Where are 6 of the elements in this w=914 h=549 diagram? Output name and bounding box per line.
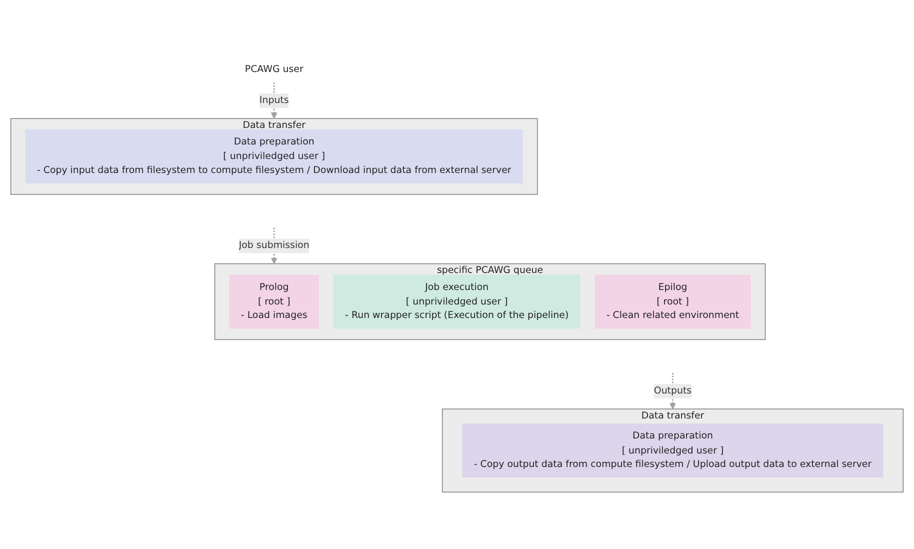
node-box: Job execution [ unpriviledged user ] - Run wrapper script (Execution of the pipeline) bbox=[333, 274, 580, 329]
edge-label: Outputs bbox=[654, 385, 692, 396]
edge-label: Inputs bbox=[259, 94, 289, 106]
node-box: Epilog [ root ] - Clean related environment bbox=[594, 274, 751, 329]
node-text: PCAWG user bbox=[244, 64, 304, 76]
node-box: Prolog [ root ] - Load images bbox=[229, 274, 319, 329]
